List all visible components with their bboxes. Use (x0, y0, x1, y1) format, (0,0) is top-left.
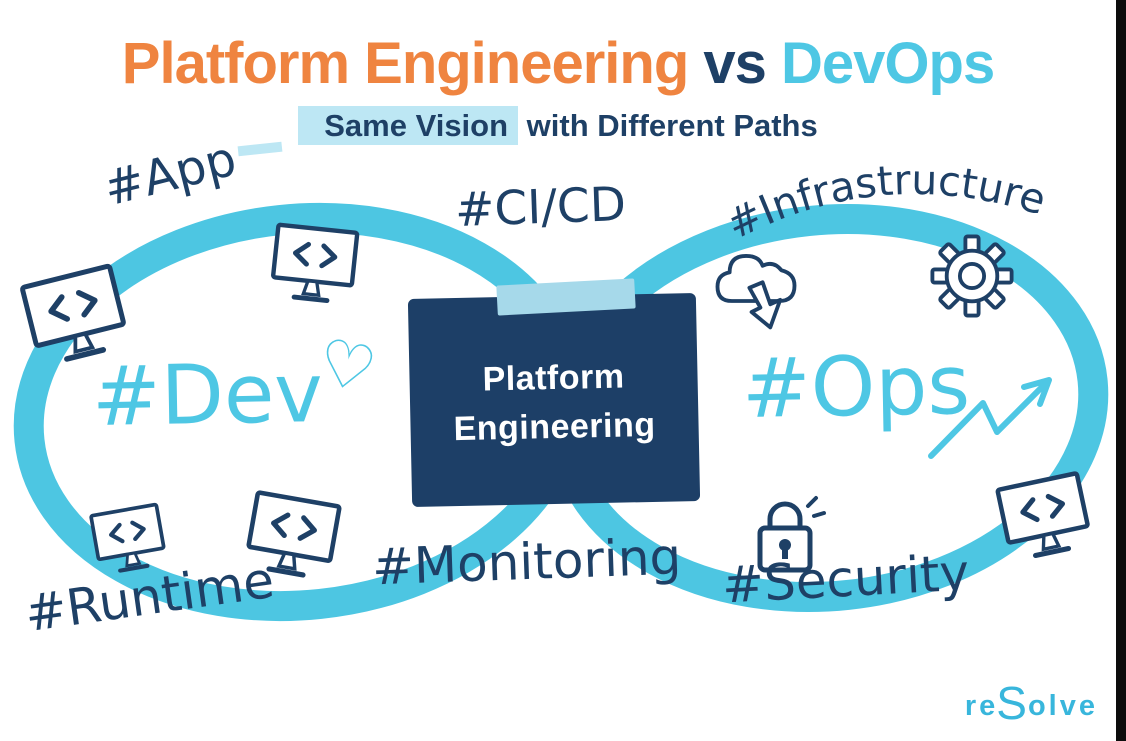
page-subtitle: Same Vision with Different Paths (0, 106, 1116, 145)
box-line-2: Engineering (453, 405, 656, 449)
svg-text:#Infrastructure: #Infrastructure (719, 156, 1051, 249)
platform-engineering-box: Platform Engineering (407, 293, 701, 507)
logo-text-pre: re (964, 690, 999, 722)
hashtag-monitoring: #Monitoring (371, 527, 683, 597)
monitor-code-icon (992, 468, 1098, 571)
box-line-1: Platform (482, 357, 625, 399)
hashtag-infrastructure: #Infrastructure (719, 156, 1051, 249)
screen-edge (1116, 0, 1126, 741)
hashtag-dev: #Dev (91, 345, 324, 446)
monitor-code-icon (266, 220, 362, 313)
trend-arrow-icon (928, 377, 1052, 459)
page-title: Platform Engineering vs DevOps (0, 30, 1116, 97)
hashtag-cicd: #CI/CD (454, 177, 627, 238)
title-platform-engineering: Platform Engineering (121, 31, 690, 96)
subtitle-rest: with Different Paths (518, 108, 818, 143)
title-vs: vs (688, 31, 782, 96)
title-devops: DevOps (781, 31, 995, 96)
logo-text-post: olve (1027, 690, 1098, 722)
subtitle-highlighted: Same Vision (298, 106, 519, 145)
